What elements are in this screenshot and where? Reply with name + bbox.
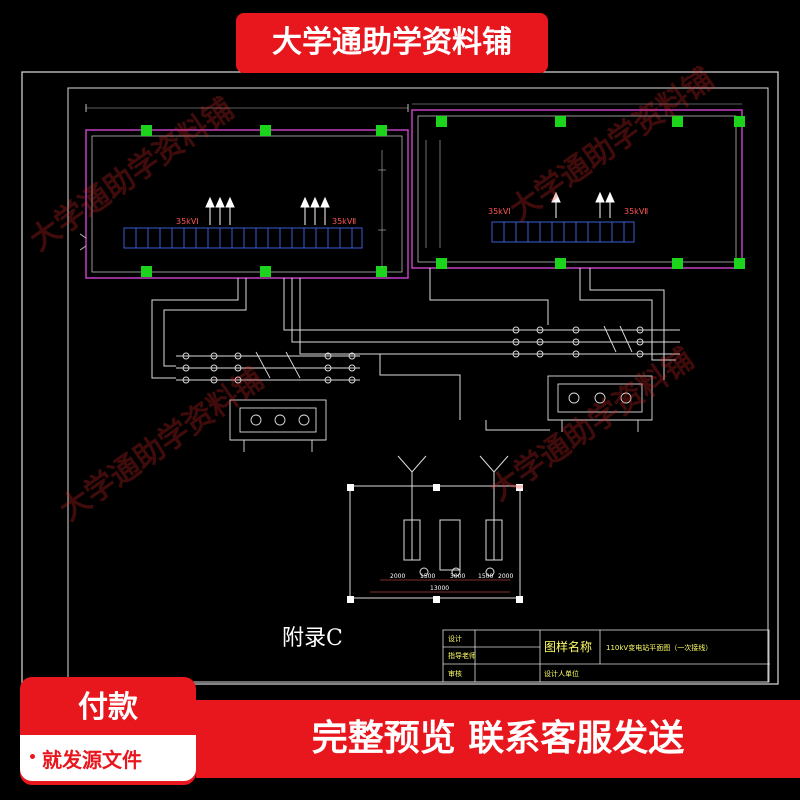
footer-bar: 完整预览 联系客服发送	[196, 700, 800, 778]
dim-text-1: 2000	[390, 573, 405, 580]
dim-text-4: 1500	[478, 573, 493, 580]
right-bus2-label: 35kVⅡ	[624, 207, 648, 216]
tb-drawing-name-label: 图样名称	[544, 639, 592, 654]
title-block-lines	[442, 629, 770, 683]
tb-drawing-name: 110kV变电站平面图（一次接线）	[606, 643, 712, 652]
drawing-inner-border	[67, 87, 769, 683]
footer-text: 完整预览 联系客服发送	[311, 718, 685, 759]
right-switchyard	[508, 325, 680, 432]
payment-title: 付款	[78, 690, 138, 725]
left-switch-room	[79, 104, 409, 279]
transformer-yard	[347, 455, 523, 603]
bullet-icon	[30, 754, 35, 759]
right-bus1-label: 35kVⅠ	[488, 207, 511, 216]
left-bus2-label: 35kVⅡ	[332, 217, 356, 226]
shop-banner: 大学通助学资料铺	[236, 13, 548, 73]
dim-text-6: 13000	[430, 585, 449, 592]
payment-badge: 付款 就发源文件	[20, 677, 196, 785]
tb-designer-row: 设计人单位	[544, 669, 579, 678]
payment-subtitle: 就发源文件	[42, 748, 142, 772]
left-switchyard	[176, 351, 360, 452]
dim-text-5: 2000	[498, 573, 513, 580]
right-switch-room	[411, 103, 745, 269]
dim-text-2: 1500	[420, 573, 435, 580]
payment-subtitle-box: 就发源文件	[20, 735, 196, 781]
cable-routes	[151, 268, 676, 431]
dim-text-3: 3000	[450, 573, 465, 580]
tb-row-advisor: 指导老师	[448, 651, 476, 660]
left-bus1-label: 35kVⅠ	[176, 217, 199, 226]
appendix-label: 附录C	[282, 626, 343, 651]
tb-row-design: 设计	[448, 634, 462, 643]
tb-row-review: 审核	[448, 669, 462, 678]
